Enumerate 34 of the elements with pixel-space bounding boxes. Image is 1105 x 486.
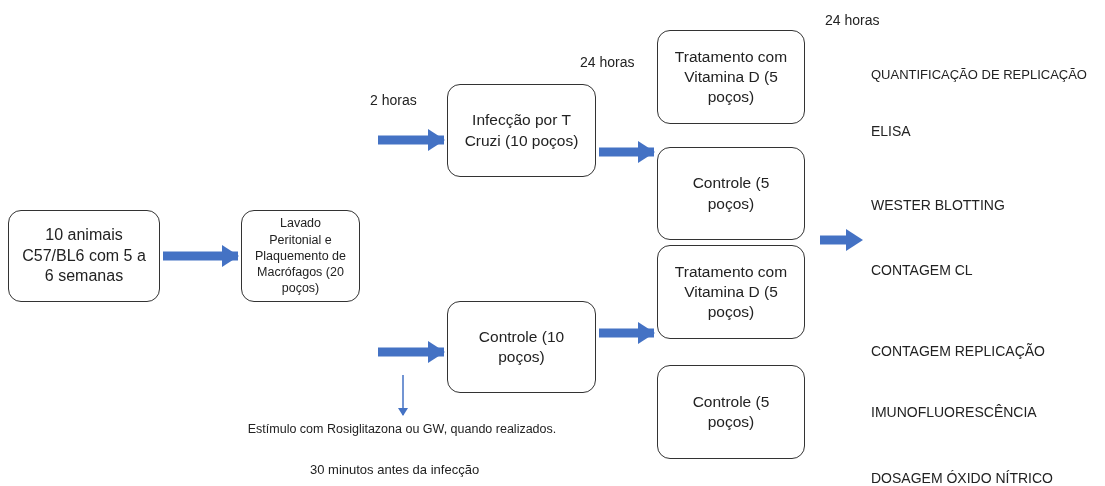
arrow: [599, 141, 655, 163]
process-box: [8, 210, 160, 302]
process-box: [447, 84, 596, 177]
annotation-text: 2 horas: [370, 92, 417, 108]
annotation-text: 24 horas: [825, 12, 880, 28]
box-label: Infecção por T Cruzi (10 poços): [463, 110, 580, 151]
annotation-text: 30 minutos antes da infecção: [310, 462, 480, 477]
arrow: [398, 374, 408, 416]
arrow: [163, 245, 239, 267]
annotation-text: QUANTIFICAÇÃO DE REPLICAÇÃO: [871, 67, 1087, 82]
arrow: [378, 129, 445, 151]
box-label: Controle (5 poços): [691, 173, 771, 214]
box-label: Tratamento com Vitamina D (5 poços): [673, 261, 789, 323]
annotation-text: 24 horas: [580, 54, 635, 70]
annotation-text: IMUNOFLUORESCÊNCIA: [871, 404, 1037, 420]
process-box: [657, 30, 805, 124]
annotation-text: CONTAGEM REPLICAÇÃO: [871, 343, 1045, 359]
annotation-text: WESTER BLOTTING: [871, 197, 1005, 213]
process-box: [657, 245, 805, 339]
process-box: [657, 147, 805, 240]
box-label: Tratamento com Vitamina D (5 poços): [673, 46, 789, 108]
box-label: Controle (10 poços): [477, 326, 566, 367]
process-box: [447, 301, 596, 393]
annotation-text: DOSAGEM ÓXIDO NÍTRICO: [871, 470, 1053, 486]
arrow: [378, 341, 445, 363]
annotation-text: ELISA: [871, 123, 911, 139]
box-label: Controle (5 poços): [691, 391, 771, 432]
process-box: [657, 365, 805, 459]
process-box: [241, 210, 360, 302]
box-label: 10 animais C57/BL6 com 5 a 6 semanas: [21, 224, 147, 287]
annotation-text: CONTAGEM CL: [871, 262, 973, 278]
note-text: Estímulo com Rosiglitazona ou GW, quando realizados.: [192, 418, 612, 440]
arrow: [599, 322, 655, 344]
box-label: Lavado Peritonial e Plaquemento de Macrófagos (20 poços): [253, 215, 347, 297]
